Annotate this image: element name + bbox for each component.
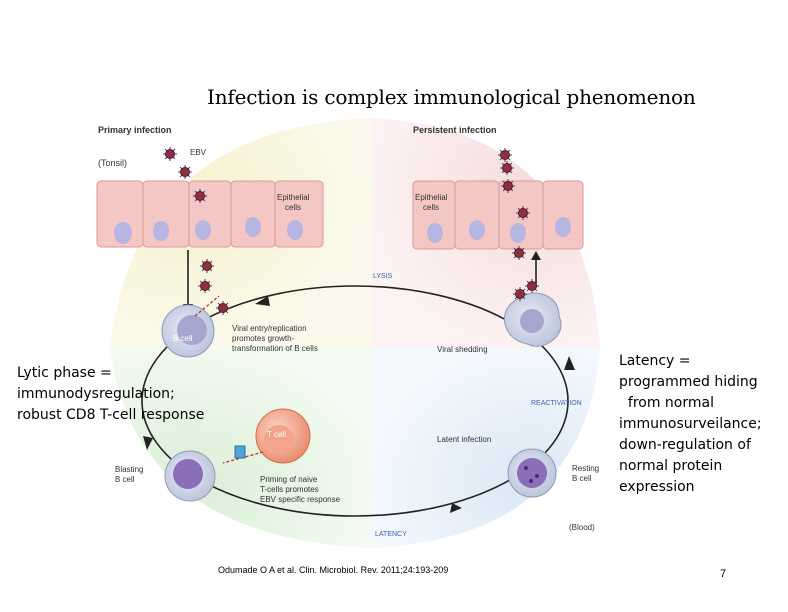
virion-icon [193, 189, 207, 203]
primary-infection-label: Primary infection [98, 125, 172, 135]
b-cell [161, 304, 215, 358]
mhc-receptor [234, 445, 246, 459]
t-cell [255, 408, 311, 464]
entry-dashed-arrow [194, 295, 220, 317]
virion-icon [501, 179, 515, 193]
citation: Odumade O A et al. Clin. Microbiol. Rev.… [218, 565, 449, 575]
virus-particles [163, 147, 539, 315]
lifecycle-loop [141, 285, 569, 517]
ebv-label: EBV [190, 148, 207, 157]
tonsil-label: (Tonsil) [98, 158, 127, 168]
loop-arrow-3 [450, 503, 462, 513]
latency-label: LATENCY [375, 531, 407, 538]
virion-icon [498, 148, 512, 162]
quadrant-background [110, 118, 600, 548]
loop-arrow-4 [143, 436, 153, 450]
blasting-b-cell [164, 450, 216, 502]
page-number: 7 [720, 568, 727, 580]
virion-icon [516, 206, 530, 220]
virion-icon [500, 161, 514, 175]
virion-icon [512, 246, 526, 260]
virion-icon [216, 301, 230, 315]
virion-icon [163, 147, 177, 161]
virion-icon [198, 279, 212, 293]
loop-arrow-2 [564, 356, 575, 370]
left-epithelium [96, 180, 324, 248]
ebv-infection-diagram: Primary infection (Tonsil) EBV Persisten… [95, 118, 610, 548]
shedding-cell [503, 292, 562, 347]
b-cell-label: B cell [173, 334, 193, 343]
loop-arrow-1 [255, 296, 270, 306]
right-epithelium [412, 180, 584, 250]
slide-title: Infection is complex immunological pheno… [207, 85, 696, 109]
virion-icon [200, 259, 214, 273]
shedding-arrowhead [531, 251, 541, 260]
lysis-label: LYSIS [373, 273, 393, 280]
blood-label: (Blood) [569, 523, 595, 532]
viral-shedding-label: Viral shedding [437, 345, 488, 354]
latency-note: Latency = programmed hiding from normal … [619, 353, 762, 495]
virion-icon [513, 287, 527, 301]
virion-icon [525, 279, 539, 293]
t-cell-label: T cell [267, 430, 286, 439]
persistent-infection-label: Persistent infection [413, 125, 497, 135]
reactivation-label: REACTIVATION [531, 400, 582, 407]
diagram-canvas: Primary infection (Tonsil) EBV Persisten… [96, 118, 600, 548]
resting-b-cell [507, 448, 557, 498]
latent-infection-label: Latent infection [437, 435, 491, 444]
virion-icon [178, 165, 192, 179]
lytic-phase-note: Lytic phase = immunodysregulation; robus… [17, 365, 205, 423]
